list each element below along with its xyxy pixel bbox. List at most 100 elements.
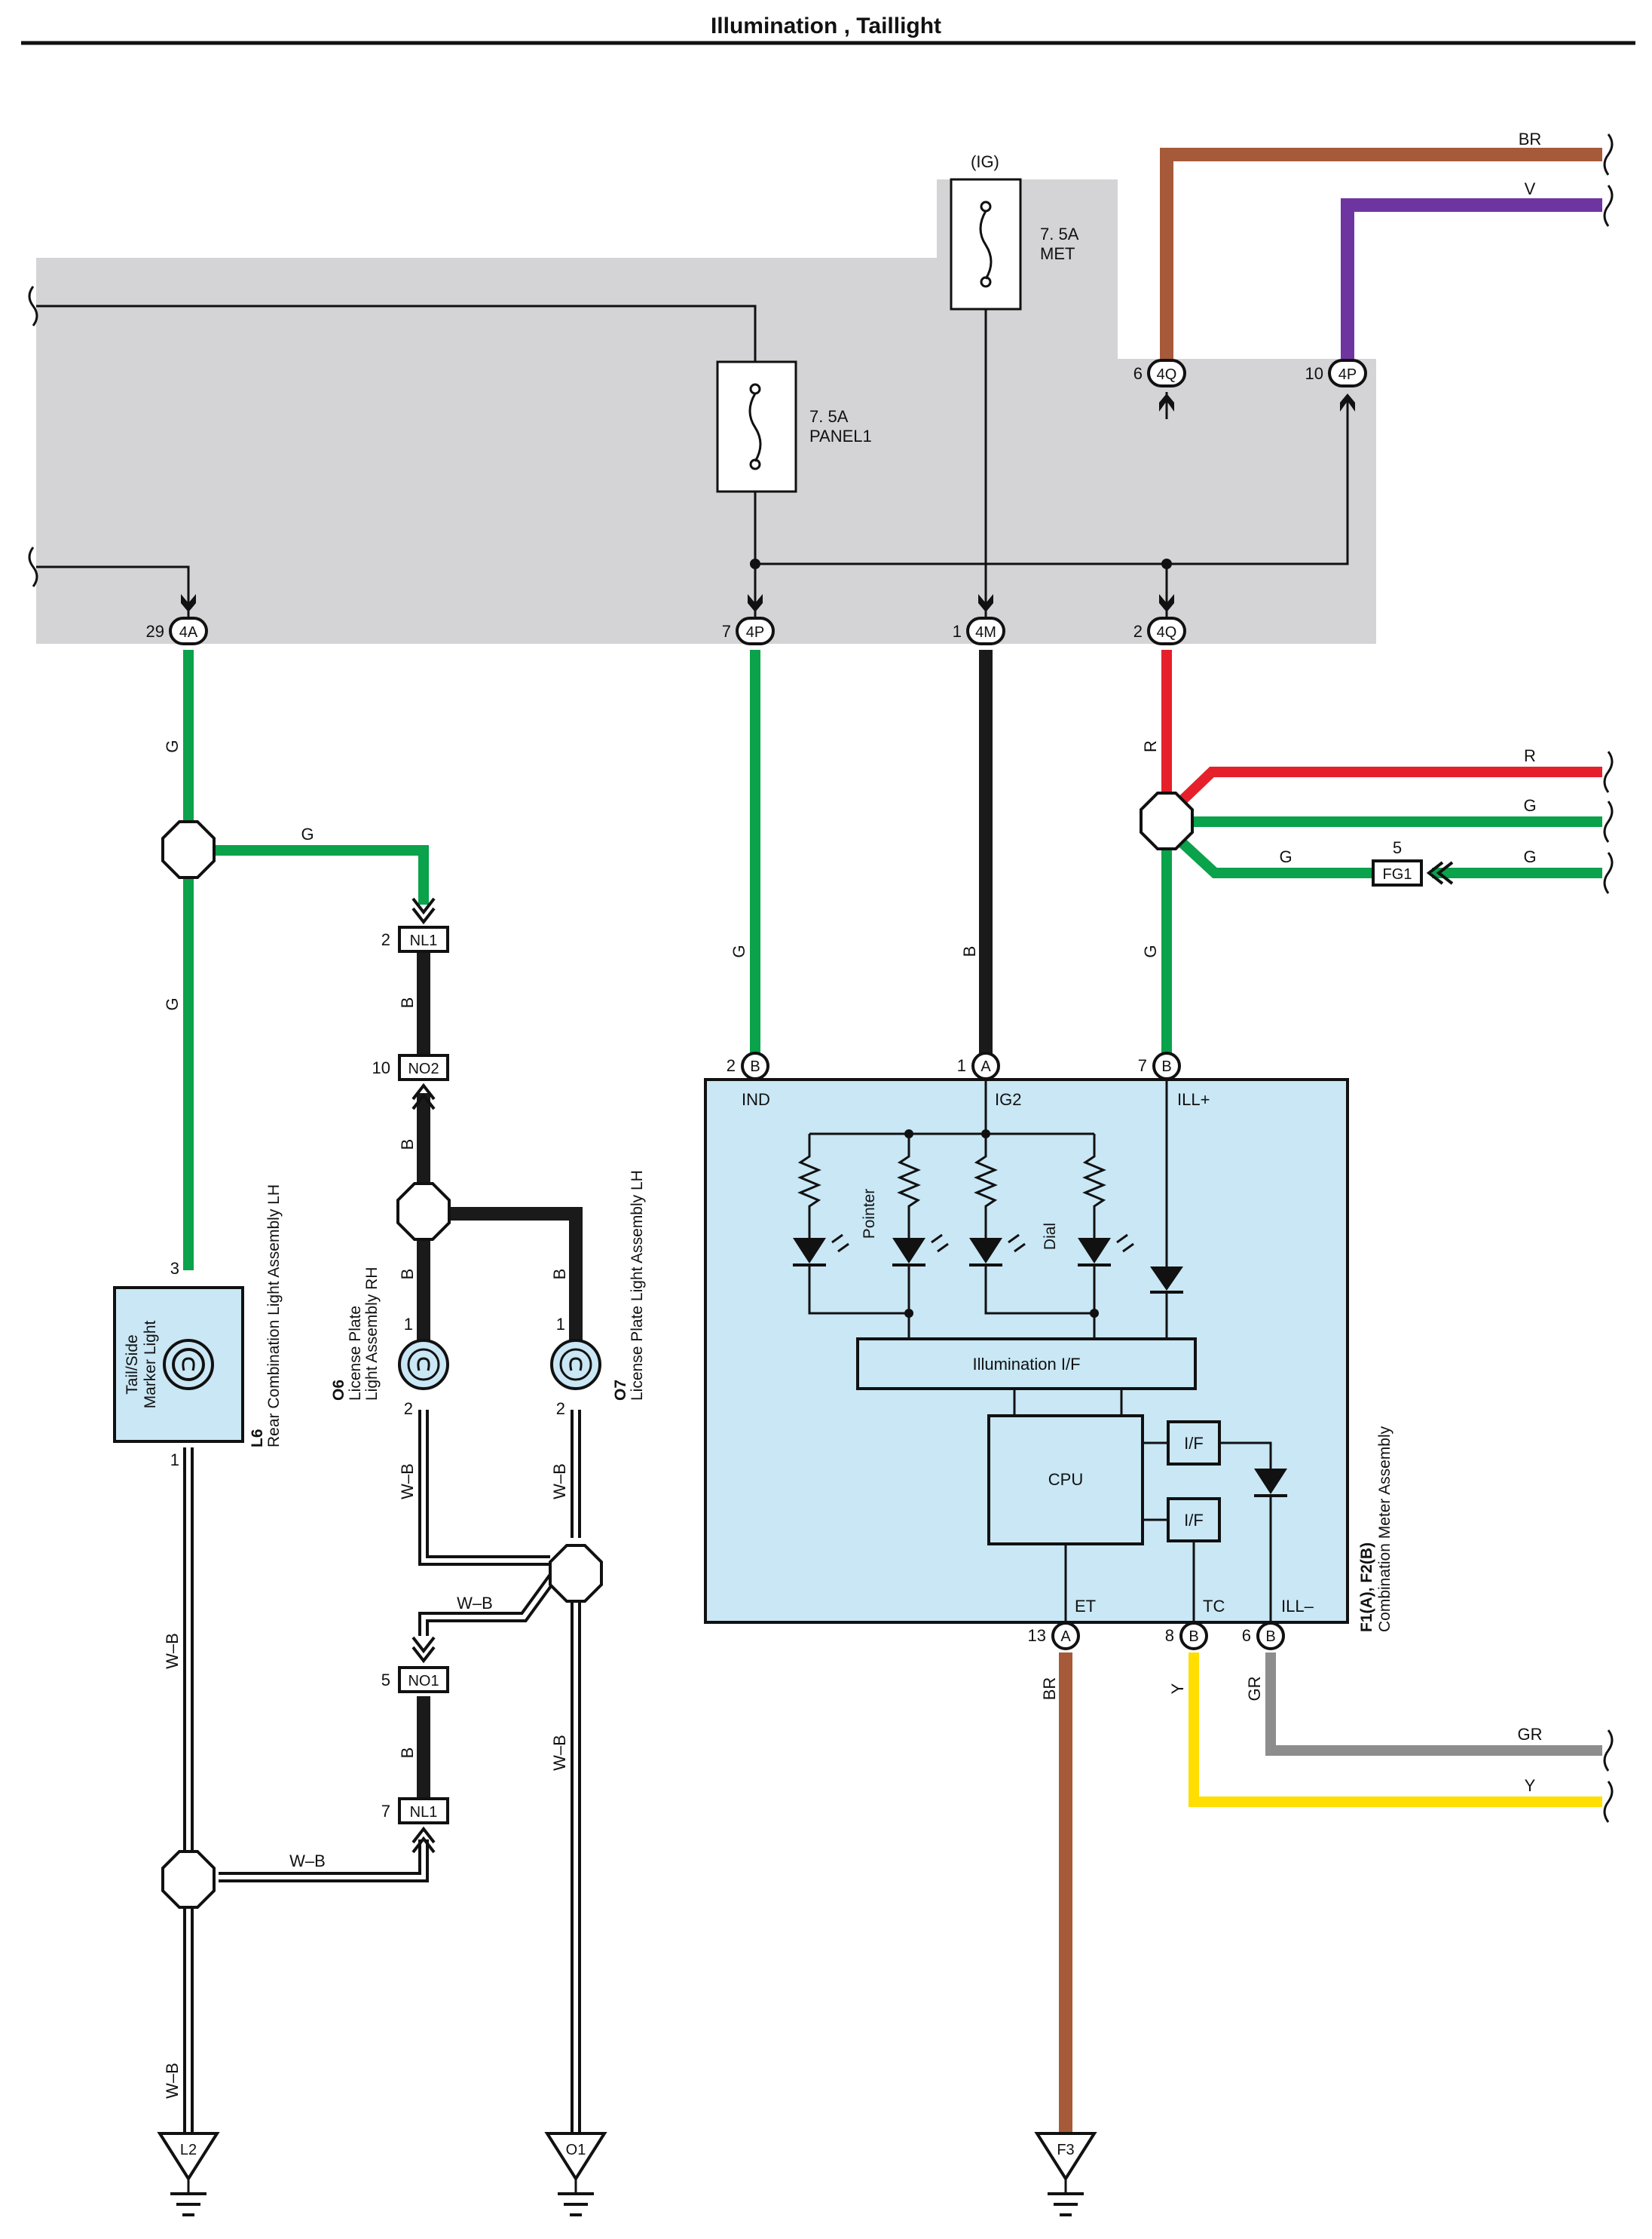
wire-g-right-2 xyxy=(1172,832,1373,878)
svg-text:G: G xyxy=(301,825,314,844)
fuse-met-name: MET xyxy=(1040,244,1075,263)
terminal-ill-plus: B 7 ILL+ xyxy=(1138,1052,1210,1109)
svg-text:W–B: W–B xyxy=(163,2063,182,2099)
terminal-ind: B 2 IND xyxy=(727,1052,770,1109)
svg-text:8: 8 xyxy=(1165,1626,1174,1645)
connector-nl1-bottom: NL1 7 xyxy=(381,1797,449,1854)
svg-text:W–B: W–B xyxy=(457,1594,493,1613)
led-dial-label: Dial xyxy=(1042,1223,1059,1250)
ground-l2: L2 xyxy=(157,2132,220,2216)
connector-4q-bottom: 4Q 2 xyxy=(1133,594,1186,645)
svg-text:2: 2 xyxy=(1133,622,1143,641)
l6-ref: L6 xyxy=(249,1429,266,1447)
led-pointer-label: Pointer xyxy=(861,1189,878,1239)
illumination-if-block xyxy=(856,1337,1197,1390)
splice-r-g xyxy=(1140,792,1194,850)
svg-text:NL1: NL1 xyxy=(410,1804,438,1821)
l6-name: Rear Combination Light Assembly LH xyxy=(265,1184,283,1447)
wire-gr-ill-minus xyxy=(1265,1652,1602,1756)
svg-text:2: 2 xyxy=(556,1399,565,1418)
component-l6: 3 Tail/Side Marker Light 1 L6 Rear Combi… xyxy=(113,1184,283,1469)
bulb-icon xyxy=(398,1339,449,1390)
svg-text:5: 5 xyxy=(381,1671,390,1689)
svg-text:6: 6 xyxy=(1133,364,1143,383)
connector-4p-bottom: 4P 7 xyxy=(722,594,775,645)
fuse-met: (IG) 7. 5A MET xyxy=(950,152,1079,311)
svg-text:1: 1 xyxy=(404,1315,413,1334)
svg-text:B: B xyxy=(398,1269,417,1280)
page-title: Illumination , Taillight xyxy=(711,14,941,38)
svg-text:B: B xyxy=(1189,1628,1198,1645)
wire-g-branch xyxy=(197,845,429,905)
svg-text:ILL–: ILL– xyxy=(1281,1597,1314,1616)
led-branch-4 xyxy=(1078,1134,1134,1339)
wire-b-o7 xyxy=(448,1207,583,1342)
svg-text:1: 1 xyxy=(556,1315,565,1334)
svg-text:NO1: NO1 xyxy=(408,1673,439,1689)
right-wire-breaks xyxy=(1603,133,1614,1823)
svg-text:License Plate: License Plate xyxy=(347,1306,364,1401)
bulb-icon xyxy=(163,1339,214,1390)
svg-text:5: 5 xyxy=(1393,838,1402,857)
svg-text:4Q: 4Q xyxy=(1157,624,1177,641)
wire-br-top xyxy=(1160,148,1602,360)
svg-text:4P: 4P xyxy=(1338,366,1357,383)
connector-4q-top: 4Q 6 xyxy=(1133,359,1186,412)
svg-text:R: R xyxy=(1141,740,1160,752)
svg-text:3: 3 xyxy=(170,1259,179,1278)
splice-wb-left xyxy=(161,1850,216,1909)
connector-no2: NO2 10 xyxy=(372,1054,449,1110)
svg-text:W–B: W–B xyxy=(550,1735,569,1771)
svg-text:GR: GR xyxy=(1518,1725,1543,1744)
svg-text:A: A xyxy=(1060,1628,1071,1645)
svg-text:1: 1 xyxy=(957,1056,966,1075)
svg-text:TC: TC xyxy=(1203,1597,1225,1616)
bulb-icon xyxy=(550,1339,601,1390)
svg-text:4M: 4M xyxy=(975,624,996,641)
svg-text:R: R xyxy=(1524,746,1536,765)
svg-text:1: 1 xyxy=(170,1450,179,1469)
svg-text:Light Assembly RH: Light Assembly RH xyxy=(363,1267,381,1401)
component-combination-meter: B 2 IND A 1 IG2 B 7 ILL+ xyxy=(704,1052,1393,1650)
terminal-ig2: A 1 IG2 xyxy=(957,1052,1021,1109)
svg-text:IG2: IG2 xyxy=(995,1090,1021,1109)
svg-text:7: 7 xyxy=(381,1802,390,1821)
led-branch-3: Dial xyxy=(969,1134,1094,1315)
svg-text:V: V xyxy=(1525,179,1536,198)
svg-text:O6: O6 xyxy=(330,1380,347,1401)
svg-text:G: G xyxy=(1279,847,1292,866)
svg-text:G: G xyxy=(163,740,182,752)
splice-b-license xyxy=(396,1182,451,1241)
svg-text:4A: 4A xyxy=(179,624,198,641)
svg-text:I/F: I/F xyxy=(1184,1434,1204,1453)
svg-text:1: 1 xyxy=(953,622,962,641)
wire-v-top xyxy=(1341,198,1602,360)
svg-text:10: 10 xyxy=(1305,364,1323,383)
svg-text:ILL+: ILL+ xyxy=(1177,1090,1210,1109)
svg-text:7: 7 xyxy=(1138,1056,1147,1075)
meter-name: Combination Meter Assembly xyxy=(1376,1426,1393,1632)
svg-text:NL1: NL1 xyxy=(410,933,438,949)
svg-text:W–B: W–B xyxy=(163,1633,182,1669)
connector-4a: 4A 29 xyxy=(146,594,208,645)
diode-ill-plus xyxy=(1150,1267,1183,1339)
terminal-ill-minus: B 6 xyxy=(1242,1622,1285,1650)
terminal-tc: B 8 xyxy=(1165,1622,1208,1650)
wire-r-right xyxy=(1172,767,1602,811)
meter-ref: F1(A), F2(B) xyxy=(1358,1542,1375,1632)
svg-text:B: B xyxy=(398,997,417,1009)
svg-text:W–B: W–B xyxy=(398,1463,417,1499)
svg-text:2: 2 xyxy=(404,1399,413,1418)
svg-text:6: 6 xyxy=(1242,1626,1251,1645)
wire-y-tc xyxy=(1189,1652,1602,1807)
svg-text:O1: O1 xyxy=(566,2142,586,2158)
svg-text:Y: Y xyxy=(1525,1776,1536,1795)
svg-text:A: A xyxy=(980,1058,991,1075)
led-branch-1 xyxy=(793,1134,909,1315)
ground-o1: O1 xyxy=(544,2132,607,2216)
connector-no1: NO1 5 xyxy=(381,1636,449,1693)
svg-text:W–B: W–B xyxy=(550,1463,569,1499)
svg-text:CPU: CPU xyxy=(1048,1470,1083,1489)
svg-text:G: G xyxy=(163,997,182,1010)
